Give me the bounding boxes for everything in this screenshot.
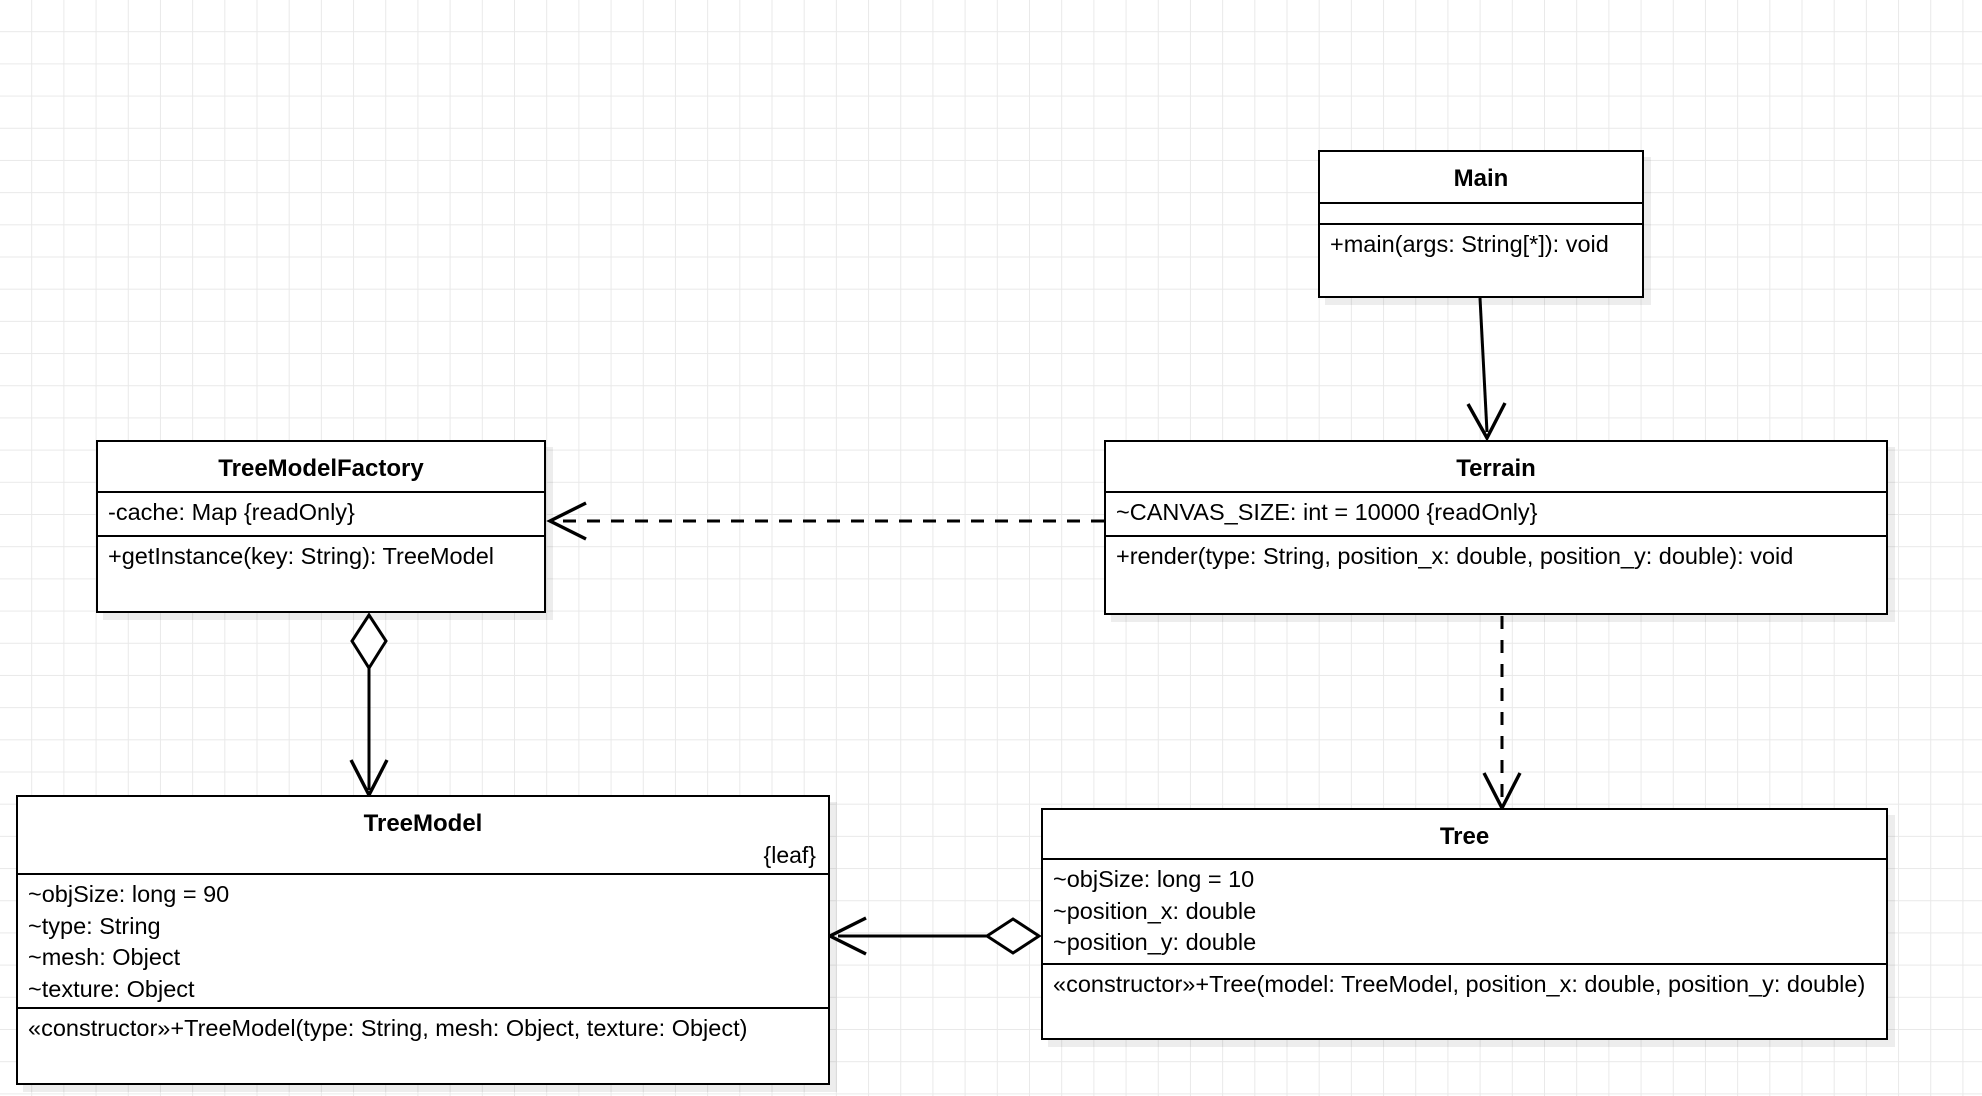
attribute-row[interactable]: ~mesh: Object [18, 942, 828, 974]
class-modifier-treemodel: {leaf} [763, 842, 816, 869]
relationship-terrain-to-treemodelfactory [546, 501, 1104, 541]
compartment-methods-main: +main(args: String[*]): void [1320, 223, 1642, 295]
class-box-main[interactable]: Main +main(args: String[*]): void [1318, 150, 1644, 298]
attribute-label: ~position_x: double [1053, 897, 1257, 924]
attribute-label: ~texture: Object [28, 976, 195, 1003]
class-box-treemodel[interactable]: TreeModel {leaf} ~objSize: long = 90 ~ty… [16, 795, 830, 1085]
class-name-main: Main [1453, 165, 1509, 192]
relationship-main-to-terrain [1466, 297, 1507, 442]
compartment-methods-treemodelfactory: +getInstance(key: String): TreeModel [98, 535, 544, 610]
attribute-row[interactable]: ~position_y: double [1043, 927, 1886, 959]
attribute-label: -cache: Map {readOnly} [108, 499, 355, 525]
relationship-treemodelfactory-to-treemodel [349, 612, 389, 799]
method-row[interactable]: +getInstance(key: String): TreeModel [98, 537, 544, 573]
relationship-terrain-to-tree [1482, 616, 1522, 812]
method-label: +render(type: String, position_x: double… [1116, 543, 1794, 569]
relationship-tree-to-treemodel [826, 916, 1042, 956]
class-name-treemodelfactory: TreeModelFactory [218, 455, 424, 482]
class-box-terrain[interactable]: Terrain ~CANVAS_SIZE: int = 10000 {readO… [1104, 440, 1888, 615]
class-box-treemodelfactory[interactable]: TreeModelFactory -cache: Map {readOnly} … [96, 440, 546, 613]
compartment-attributes-treemodel: ~objSize: long = 90 ~type: String ~mesh:… [18, 873, 828, 1007]
compartment-name-terrain: Terrain [1106, 442, 1886, 491]
attribute-label: ~objSize: long = 10 [1053, 866, 1255, 892]
method-label: +main(args: String[*]): void [1330, 231, 1609, 257]
compartment-name-treemodel: TreeModel {leaf} [18, 797, 828, 873]
attribute-row[interactable]: ~texture: Object [18, 974, 828, 1006]
attribute-row[interactable]: ~objSize: long = 10 [1043, 860, 1886, 896]
compartment-attributes-terrain: ~CANVAS_SIZE: int = 10000 {readOnly} [1106, 491, 1886, 535]
compartment-methods-terrain: +render(type: String, position_x: double… [1106, 535, 1886, 612]
attribute-row[interactable]: ~type: String [18, 911, 828, 943]
compartment-name-main: Main [1320, 152, 1642, 202]
attribute-row[interactable]: ~position_x: double [1043, 896, 1886, 928]
method-row[interactable]: +main(args: String[*]): void [1320, 225, 1642, 261]
attribute-label: ~position_y: double [1053, 929, 1257, 956]
method-row[interactable]: +render(type: String, position_x: double… [1106, 537, 1886, 573]
method-row[interactable]: «constructor»+Tree(model: TreeModel, pos… [1043, 965, 1886, 1001]
method-row[interactable]: «constructor»+TreeModel(type: String, me… [18, 1009, 828, 1045]
attribute-label: ~type: String [28, 912, 161, 939]
class-box-tree[interactable]: Tree ~objSize: long = 10 ~position_x: do… [1041, 808, 1888, 1040]
attribute-row[interactable]: -cache: Map {readOnly} [98, 493, 544, 529]
attribute-row[interactable]: ~CANVAS_SIZE: int = 10000 {readOnly} [1106, 493, 1886, 529]
compartment-methods-tree: «constructor»+Tree(model: TreeModel, pos… [1043, 963, 1886, 1037]
attribute-label: ~CANVAS_SIZE: int = 10000 {readOnly} [1116, 499, 1538, 525]
method-label: +getInstance(key: String): TreeModel [108, 543, 494, 569]
method-label: «constructor»+TreeModel(type: String, me… [28, 1015, 748, 1041]
class-name-treemodel: TreeModel [363, 810, 483, 837]
compartment-attributes-treemodelfactory: -cache: Map {readOnly} [98, 491, 544, 535]
compartment-methods-treemodel: «constructor»+TreeModel(type: String, me… [18, 1007, 828, 1082]
attribute-label: ~objSize: long = 90 [28, 881, 230, 907]
compartment-attributes-tree: ~objSize: long = 10 ~position_x: double … [1043, 858, 1886, 963]
method-label: «constructor»+Tree(model: TreeModel, pos… [1053, 971, 1866, 997]
compartment-name-tree: Tree [1043, 810, 1886, 858]
class-name-terrain: Terrain [1456, 455, 1536, 482]
class-name-tree: Tree [1439, 823, 1490, 850]
compartment-attributes-main [1320, 202, 1642, 223]
attribute-label: ~mesh: Object [28, 944, 181, 971]
compartment-name-treemodelfactory: TreeModelFactory [98, 442, 544, 491]
attribute-row[interactable]: ~objSize: long = 90 [18, 875, 828, 911]
